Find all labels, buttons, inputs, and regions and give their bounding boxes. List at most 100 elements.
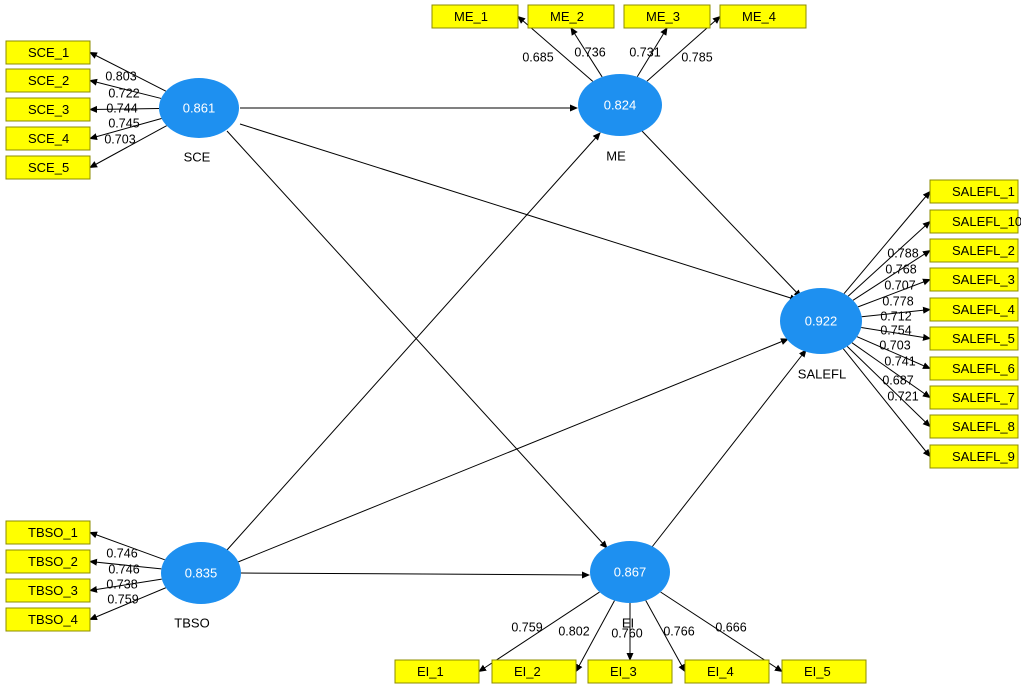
path-tbso-to-me xyxy=(226,132,601,551)
loading-value-sce-3: 0.744 xyxy=(106,101,137,115)
indicator-salefl-9[interactable]: SALEFL_9 xyxy=(929,444,1019,469)
loading-value-me-3: 0.731 xyxy=(629,45,660,59)
loading-value-salefl-6: 0.703 xyxy=(879,338,910,352)
loading-value-ei-5: 0.666 xyxy=(715,620,746,634)
indicator-me-3[interactable]: ME_3 xyxy=(623,4,711,29)
indicator-salefl-6[interactable]: SALEFL_6 xyxy=(929,356,1019,381)
indicator-tbso-4[interactable]: TBSO_4 xyxy=(5,607,91,632)
indicator-box xyxy=(5,68,91,93)
indicator-salefl-7[interactable]: SALEFL_7 xyxy=(929,385,1019,410)
indicator-sce-4[interactable]: SCE_4 xyxy=(5,126,91,151)
indicator-salefl-2[interactable]: SALEFL_2 xyxy=(929,238,1019,263)
indicator-ei-2[interactable]: EI_2 xyxy=(491,659,577,684)
indicator-box xyxy=(5,126,91,151)
indicator-label: SALEFL_1 xyxy=(952,184,1015,199)
indicator-label: SCE_4 xyxy=(28,131,69,146)
latent-name: EI xyxy=(622,615,634,630)
indicator-tbso-1[interactable]: TBSO_1 xyxy=(5,520,91,545)
indicator-salefl-10[interactable]: SALEFL_10 xyxy=(929,209,1021,234)
loading-arrow-salefl-4 xyxy=(861,306,931,318)
indicator-label: SCE_2 xyxy=(28,73,69,88)
indicator-salefl-1[interactable]: SALEFL_1 xyxy=(929,179,1019,204)
indicator-label: ME_4 xyxy=(742,9,776,24)
indicator-sce-1[interactable]: SCE_1 xyxy=(5,40,91,65)
indicator-label: ME_1 xyxy=(454,9,488,24)
loading-value-me-1: 0.685 xyxy=(522,50,553,64)
indicator-box xyxy=(587,659,673,684)
loading-value-salefl-7: 0.741 xyxy=(884,354,915,368)
indicator-me-1[interactable]: ME_1 xyxy=(431,4,519,29)
indicator-box xyxy=(5,520,91,545)
indicator-ei-3[interactable]: EI_3 xyxy=(587,659,673,684)
indicator-tbso-2[interactable]: TBSO_2 xyxy=(5,549,91,574)
indicator-salefl-3[interactable]: SALEFL_3 xyxy=(929,267,1019,292)
indicator-sce-2[interactable]: SCE_2 xyxy=(5,68,91,93)
indicator-box xyxy=(394,659,480,684)
loading-value-salefl-9: 0.721 xyxy=(887,389,918,403)
indicator-ei-1[interactable]: EI_1 xyxy=(394,659,480,684)
indicator-label: ME_2 xyxy=(550,9,584,24)
loading-value-sce-1: 0.803 xyxy=(105,69,136,83)
loading-arrow-tbso-2 xyxy=(89,558,162,570)
loading-arrow-tbso-1 xyxy=(89,531,165,561)
loading-value-salefl-8: 0.687 xyxy=(882,373,913,387)
path-tbso-to-ei xyxy=(240,571,590,579)
indicator-salefl-4[interactable]: SALEFL_4 xyxy=(929,297,1019,322)
loading-arrow-salefl-6 xyxy=(856,336,931,369)
indicator-me-2[interactable]: ME_2 xyxy=(527,4,615,29)
indicator-tbso-3[interactable]: TBSO_3 xyxy=(5,578,91,603)
loading-value-salefl-1: 0.788 xyxy=(887,246,918,260)
loading-arrow-salefl-10 xyxy=(847,220,931,297)
indicator-label: SCE_1 xyxy=(28,45,69,60)
indicator-box xyxy=(929,209,1019,234)
indicator-box xyxy=(781,659,867,684)
indicator-label: TBSO_4 xyxy=(28,612,78,627)
indicator-box xyxy=(5,607,91,632)
indicator-label: SALEFL_2 xyxy=(952,243,1015,258)
indicator-sce-5[interactable]: SCE_5 xyxy=(5,155,91,180)
loading-arrow-ei-1 xyxy=(478,591,600,673)
loading-value-salefl-10: 0.768 xyxy=(885,262,916,276)
loading-arrow-salefl-7 xyxy=(851,342,931,399)
latent-name: TBSO xyxy=(174,615,209,630)
path-me-to-salefl xyxy=(641,130,802,298)
indicator-label: SALEFL_6 xyxy=(952,361,1015,376)
loading-arrow-ei-2 xyxy=(575,600,615,673)
loading-arrow-sce-5 xyxy=(89,125,167,168)
indicator-label: SALEFL_8 xyxy=(952,419,1015,434)
loading-value-me-4: 0.785 xyxy=(681,50,712,64)
loading-value-salefl-5: 0.754 xyxy=(880,323,911,337)
loading-value-sce-4: 0.745 xyxy=(108,116,139,130)
indicator-label: SALEFL_3 xyxy=(952,272,1015,287)
indicator-sce-3[interactable]: SCE_3 xyxy=(5,97,91,122)
loading-value-ei-1: 0.759 xyxy=(511,620,542,634)
indicator-label: SCE_3 xyxy=(28,102,69,117)
latent-r-squared-value: 0.922 xyxy=(805,313,838,328)
latent-ellipse xyxy=(590,541,670,603)
indicator-ei-4[interactable]: EI_4 xyxy=(684,659,770,684)
loading-value-tbso-1: 0.746 xyxy=(106,546,137,560)
indicator-label: EI_4 xyxy=(707,664,734,679)
indicator-salefl-8[interactable]: SALEFL_8 xyxy=(929,414,1019,439)
latent-name: ME xyxy=(606,148,626,163)
latent-ellipse xyxy=(161,542,241,604)
loading-arrow-tbso-4 xyxy=(89,587,167,621)
loading-value-salefl-2: 0.707 xyxy=(884,278,915,292)
indicator-box xyxy=(719,4,807,29)
indicator-me-4[interactable]: ME_4 xyxy=(719,4,807,29)
indicator-box xyxy=(929,267,1019,292)
indicator-ei-5[interactable]: EI_5 xyxy=(781,659,867,684)
indicator-label: ME_3 xyxy=(646,9,680,24)
indicator-salefl-5[interactable]: SALEFL_5 xyxy=(929,326,1019,351)
latent-r-squared-value: 0.861 xyxy=(183,100,216,115)
loading-value-me-2: 0.736 xyxy=(574,45,605,59)
